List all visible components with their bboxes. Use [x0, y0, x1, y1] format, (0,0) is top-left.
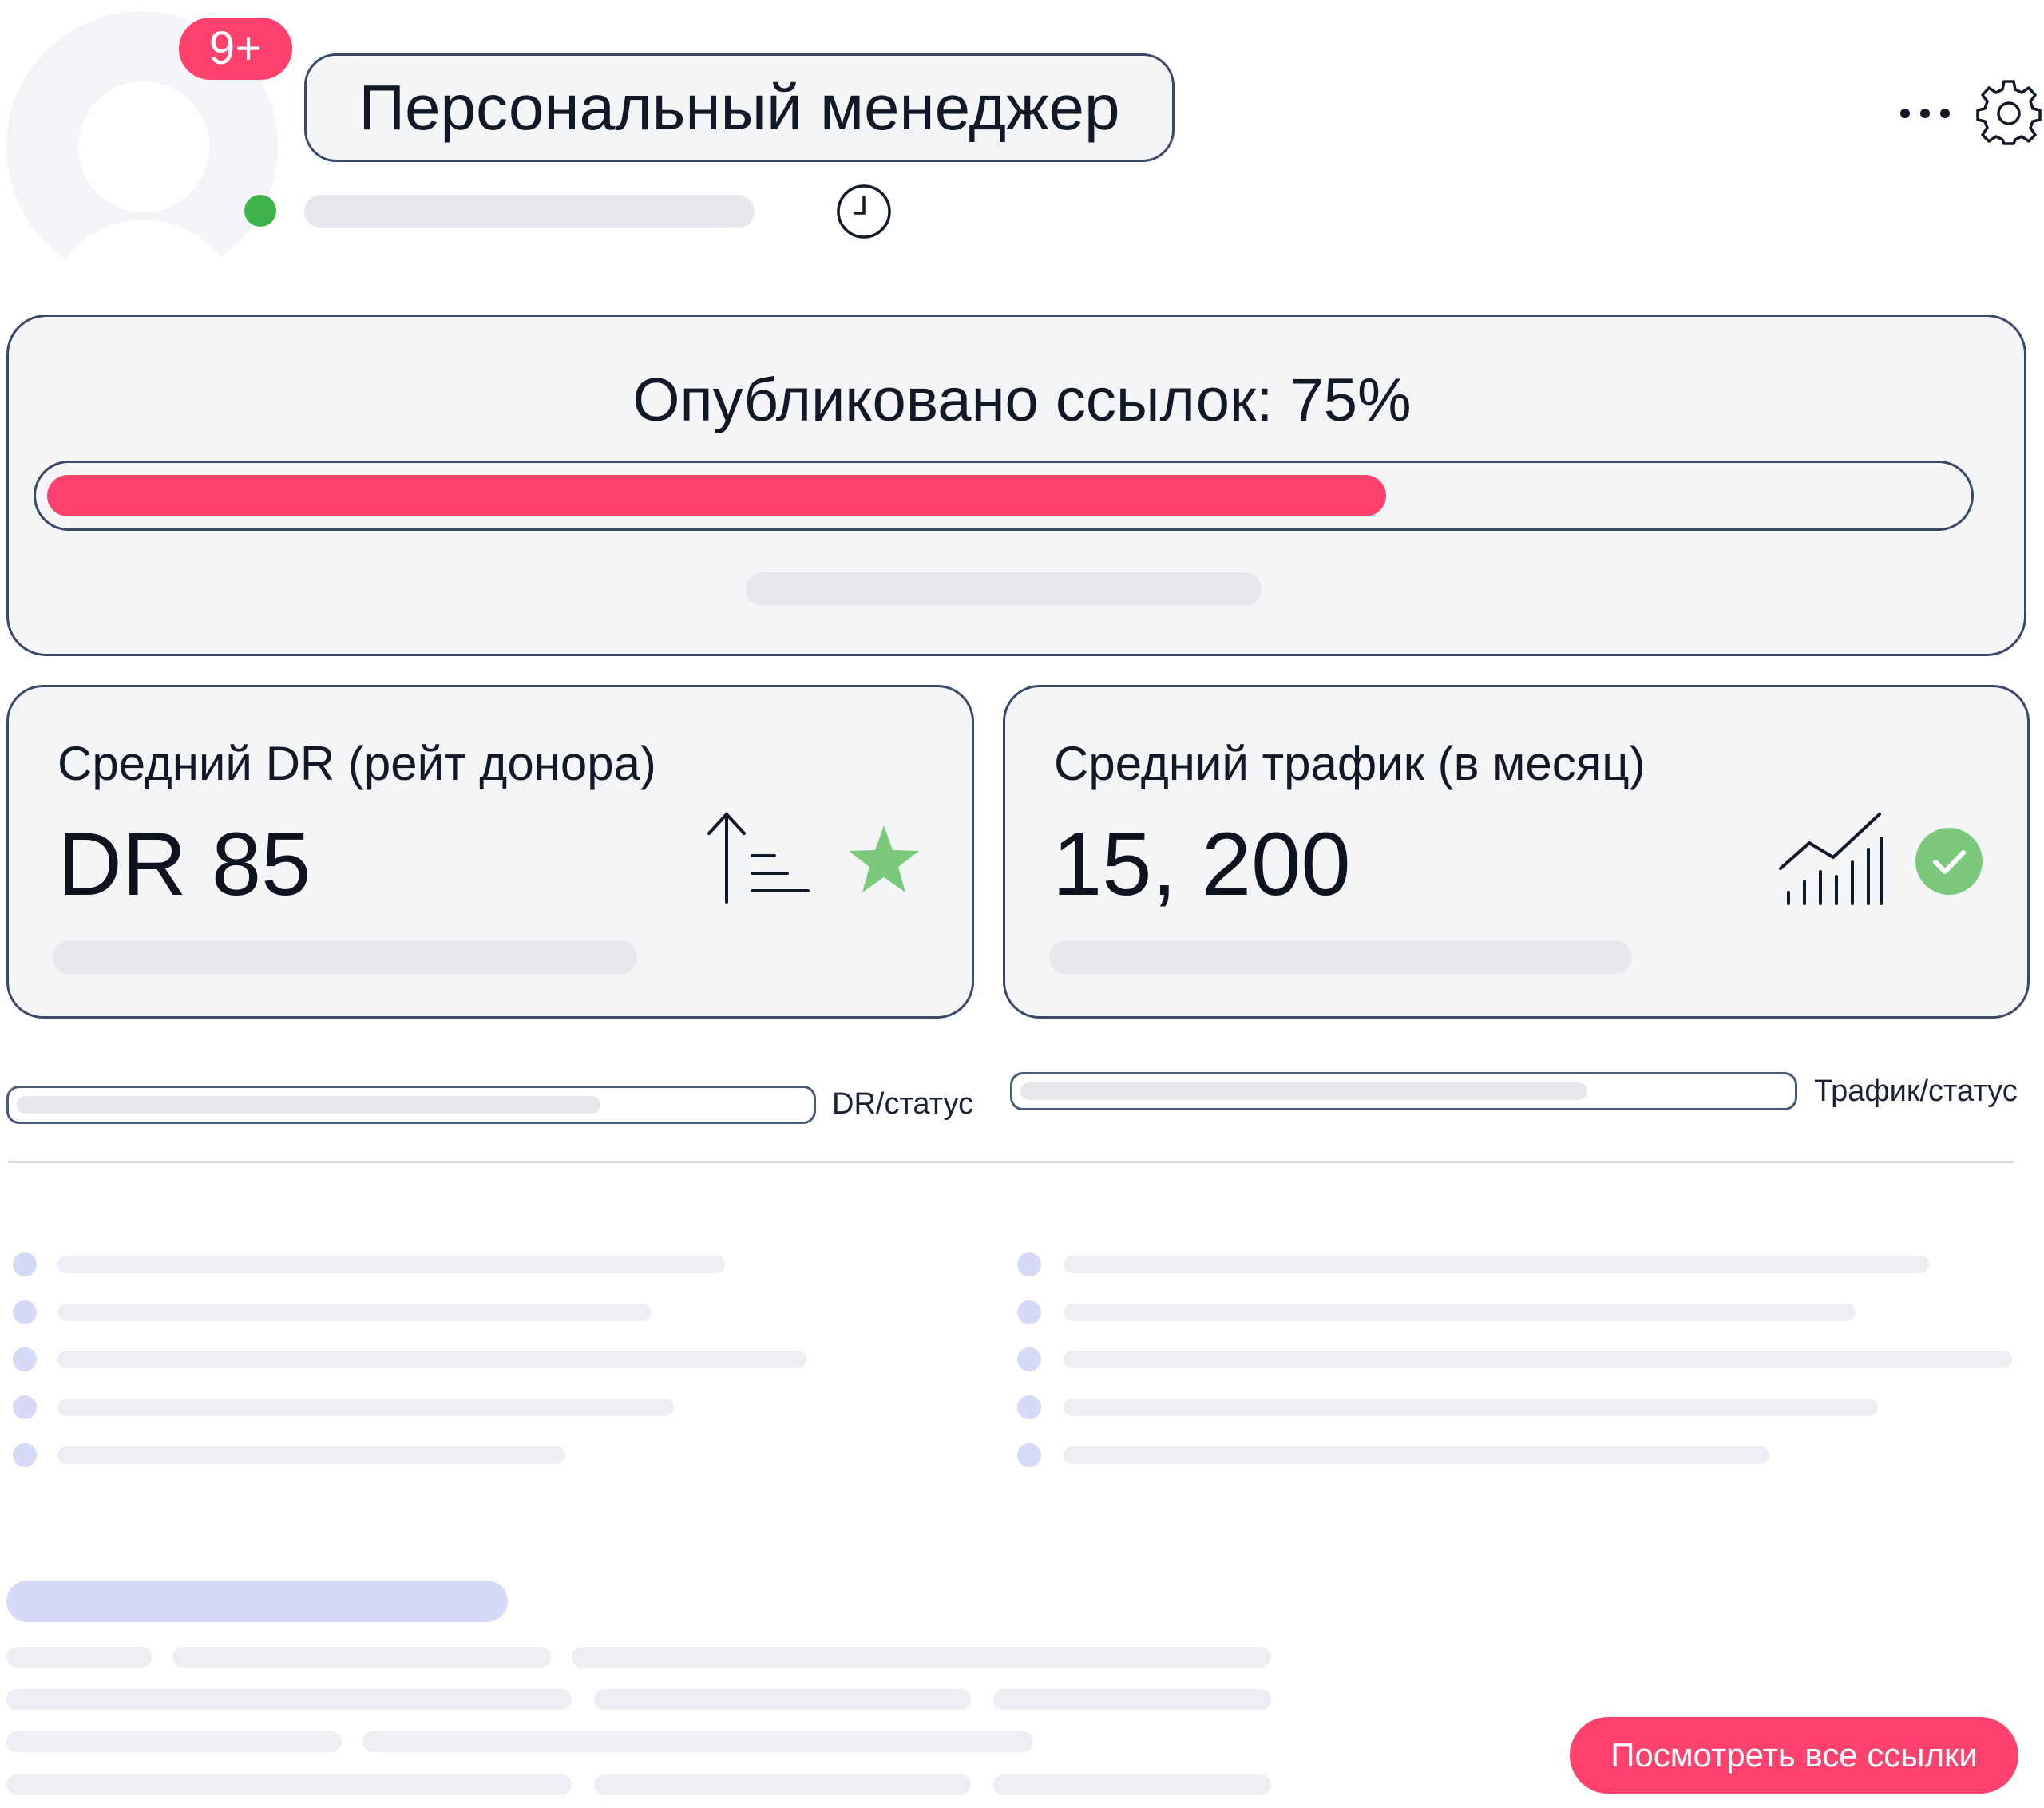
list-bullet	[13, 1395, 37, 1419]
table-cell-placeholder	[6, 1647, 152, 1668]
traffic-status-label: Трафик/статус	[1814, 1074, 2018, 1108]
traffic-stat-value: 15, 200	[1052, 814, 1351, 914]
list-item-placeholder	[57, 1351, 806, 1368]
gear-icon[interactable]	[1975, 78, 2042, 145]
avatar-body-placeholder	[46, 220, 241, 283]
list-bullet	[13, 1300, 37, 1324]
dr-status-label: DR/статус	[832, 1087, 974, 1121]
check-circle-icon	[1915, 828, 1983, 895]
manager-title[interactable]: Персональный менеджер	[304, 53, 1175, 162]
dr-stat-value: DR 85	[57, 814, 311, 914]
progress-bar-fill	[47, 475, 1386, 516]
list-item-placeholder	[1064, 1446, 1769, 1464]
star-icon	[849, 825, 919, 892]
table-cell-placeholder	[993, 1689, 1271, 1710]
list-item-placeholder	[1064, 1399, 1878, 1416]
table-cell-placeholder	[993, 1774, 1271, 1795]
table-cell-placeholder	[172, 1647, 551, 1668]
section-divider	[8, 1161, 2014, 1163]
list-bullet	[13, 1347, 37, 1371]
list-item-placeholder	[1064, 1351, 2012, 1368]
more-dots-icon[interactable]	[1897, 96, 1953, 128]
list-bullet	[1017, 1347, 1041, 1371]
traffic-status-bar-fill	[1020, 1082, 1587, 1100]
progress-bar	[34, 461, 1974, 531]
list-bullet	[13, 1443, 37, 1467]
dr-status-bar	[6, 1086, 816, 1124]
table-cell-placeholder	[594, 1689, 971, 1710]
table-cell-placeholder	[6, 1689, 572, 1710]
list-item-placeholder	[1064, 1256, 1929, 1273]
list-item-placeholder	[57, 1446, 565, 1464]
table-cell-placeholder	[362, 1731, 1033, 1752]
table-cell-placeholder	[6, 1731, 342, 1752]
traffic-stat-label: Средний трафик (в месяц)	[1054, 737, 1646, 790]
progress-label: Опубликовано ссылок: 75%	[632, 366, 1412, 434]
list-item-placeholder	[57, 1256, 725, 1273]
list-bullet	[1017, 1252, 1041, 1276]
list-bullet	[1017, 1443, 1041, 1467]
section-heading-placeholder	[6, 1581, 508, 1622]
avatar-head-placeholder	[78, 81, 209, 212]
dr-stat-label: Средний DR (рейт донора)	[57, 737, 656, 790]
table-cell-placeholder	[594, 1774, 971, 1795]
list-item-placeholder	[57, 1399, 674, 1416]
progress-caption-placeholder	[746, 572, 1262, 606]
list-item-placeholder	[1064, 1304, 1856, 1321]
dr-status-bar-fill	[17, 1096, 600, 1114]
traffic-caption-placeholder	[1049, 940, 1632, 974]
list-bullet	[13, 1252, 37, 1276]
notification-badge[interactable]: 9+	[179, 18, 292, 80]
subtitle-placeholder	[304, 195, 755, 228]
list-bullet	[1017, 1395, 1041, 1419]
traffic-status-bar	[1010, 1072, 1797, 1110]
table-cell-placeholder	[572, 1647, 1271, 1668]
table-cell-placeholder	[6, 1774, 572, 1795]
growth-chart-icon	[1779, 813, 1883, 905]
sort-ascending-icon	[707, 812, 810, 904]
online-status-dot	[244, 195, 276, 227]
dr-caption-placeholder	[53, 940, 637, 974]
list-bullet	[1017, 1300, 1041, 1324]
list-item-placeholder	[57, 1304, 652, 1321]
view-all-links-button[interactable]: Посмотреть все ссылки	[1570, 1717, 2018, 1794]
clock-icon[interactable]	[836, 184, 892, 239]
